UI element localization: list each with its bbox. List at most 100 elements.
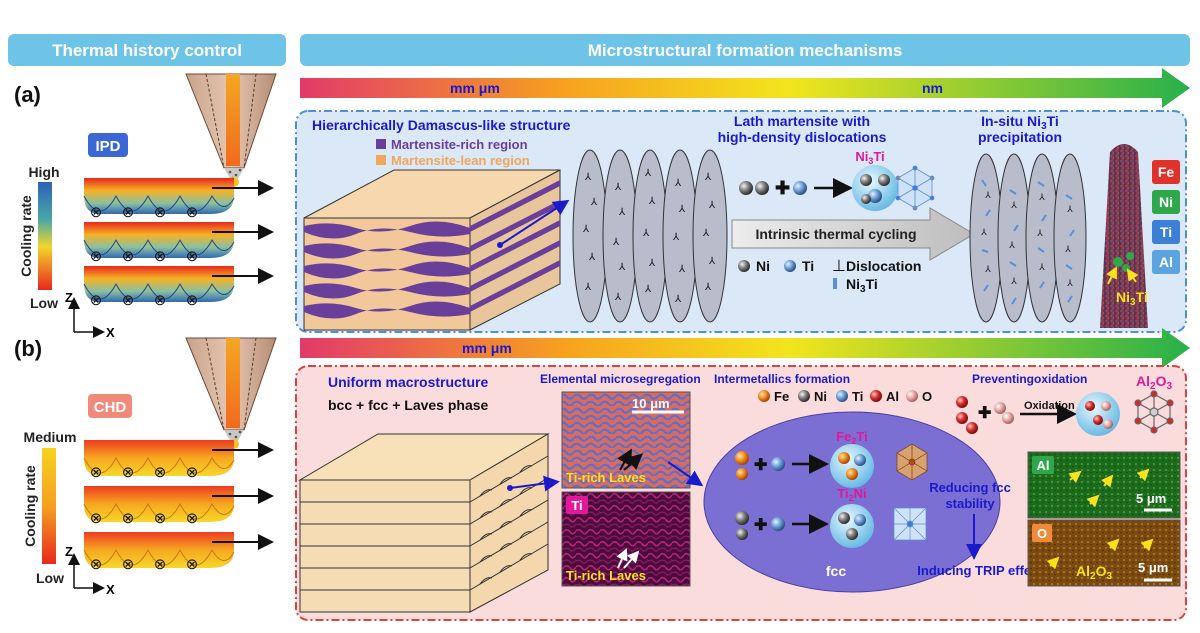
cooling-colorbar-b: [42, 448, 56, 564]
o-map-arrows: [1046, 538, 1154, 570]
eds-map-combined: [561, 391, 691, 489]
trip-label: Inducing TRIP effect: [917, 563, 1043, 578]
damascus-block: [303, 169, 570, 331]
uniform-block: [298, 433, 560, 613]
element-badge-fe: [1152, 160, 1180, 184]
axis-z-a: Z: [65, 290, 73, 305]
panel-a: (a) IPD High Low Cooling rate: [14, 68, 1190, 340]
svg-text:⅄: ⅄: [614, 182, 622, 193]
ni3ti-label-a: Ni3Ti: [855, 149, 884, 166]
ti-tag-label: Ti: [571, 498, 582, 513]
mode-label-ipd: IPD: [95, 138, 120, 155]
element-badge-label-al: Al: [1159, 254, 1173, 270]
axes-a: [68, 297, 105, 338]
reaction-fe2ti: ✚: [735, 443, 928, 488]
reduce-fcc-line2: stability: [945, 496, 995, 511]
mode-badge-ipd: [88, 133, 128, 157]
svg-text:⅄: ⅄: [702, 228, 710, 239]
scan-arrows-a: [212, 180, 274, 284]
svg-text:⊗: ⊗: [90, 464, 103, 481]
svg-text:⅄: ⅄: [708, 256, 716, 267]
title-uniform: Uniform macrostructure: [328, 374, 488, 390]
cooling-axis-label-b: Cooling rate: [22, 465, 38, 547]
svg-text:⊗: ⊗: [154, 248, 167, 265]
svg-text:⅄: ⅄: [1010, 276, 1017, 286]
header-right-title: Microstructural formation mechanisms: [588, 41, 903, 60]
element-badge-label-ti: Ti: [1160, 224, 1172, 240]
title-lath-line2: high-density dislocations: [718, 129, 887, 145]
svg-text:⊗: ⊗: [122, 556, 135, 573]
title-precipitation-line2: precipitation: [978, 129, 1062, 145]
svg-text:✚: ✚: [754, 457, 767, 474]
dislocations-right: ⅄⅄⅄ ⅄⅄⅄ ⅄⅄⅄ ⅄⅄⅄: [980, 190, 1073, 288]
legend-rich-swatch: [376, 139, 386, 149]
element-badge-label-fe: Fe: [1158, 164, 1175, 180]
laves-label-2: Ti-rich Laves: [566, 568, 646, 583]
o-tag-label: O: [1037, 526, 1047, 541]
legend-lean-label: Martensite-lean region: [391, 153, 530, 168]
svg-text:⊗: ⊗: [122, 510, 135, 527]
title-precipitation-line1: In-situ Ni3Ti: [981, 113, 1059, 132]
cooling-axis-label-a: Cooling rate: [18, 195, 34, 277]
scale-arrow-a: [300, 68, 1190, 108]
panel-b: (b) CHD Medium Low Cooling rate ⊗⊗⊗: [14, 328, 1190, 621]
phases-label: bcc + fcc + Laves phase: [328, 397, 489, 413]
nozzle-b: [185, 337, 277, 449]
reaction-oxidation: ✚: [956, 390, 1174, 436]
svg-text:⅄: ⅄: [612, 237, 620, 248]
scalebar-5um-1: 5 μm: [1136, 491, 1166, 506]
legend-rich-label: Martensite-rich region: [391, 137, 528, 152]
axis-z-b: Z: [65, 544, 73, 559]
deposited-layers-b: [83, 440, 235, 568]
svg-text:⅄: ⅄: [584, 282, 592, 293]
legend-ni-label: Ni: [756, 258, 770, 274]
svg-text:⅄: ⅄: [708, 200, 716, 211]
svg-text:⅄: ⅄: [984, 264, 991, 274]
svg-text:⅄: ⅄: [1038, 262, 1045, 272]
svg-text:⊗: ⊗: [154, 292, 167, 309]
title-oxidation: Preventingoxidation: [972, 372, 1087, 386]
scale-arrow-b: [300, 328, 1190, 368]
svg-text:⅄: ⅄: [1066, 278, 1073, 288]
al-map-arrows: [1068, 468, 1150, 508]
header: Thermal history control Microstructural …: [8, 34, 1190, 66]
svg-text:⅄: ⅄: [590, 197, 598, 208]
al-tag: [1032, 456, 1054, 474]
element-badge-al: [1152, 250, 1180, 274]
legend-dislocation-label: Dislocation: [846, 258, 921, 274]
legend-lean-swatch: [376, 155, 386, 165]
scalebar-5um-2: 5 μm: [1138, 560, 1168, 575]
svg-text:⊗: ⊗: [90, 204, 103, 221]
title-intermetallics: Intermetallics formation: [714, 372, 850, 386]
scan-arrows-b: [212, 442, 274, 550]
al-tag-label: Al: [1037, 458, 1050, 473]
title-microsegregation: Elemental microsegregation: [540, 372, 701, 386]
svg-text:⅄: ⅄: [618, 207, 626, 218]
svg-text:⅄: ⅄: [588, 252, 596, 263]
svg-text:⊗: ⊗: [122, 204, 135, 221]
panel-a-label: (a): [14, 82, 41, 107]
deposited-layers-a: [83, 178, 235, 302]
svg-text:⊗: ⊗: [122, 464, 135, 481]
svg-text:⅄: ⅄: [1010, 200, 1017, 210]
svg-text:⅄: ⅄: [980, 227, 987, 237]
lath-martensite-right: [969, 153, 1087, 323]
legend-ti-label: Ti: [802, 258, 814, 274]
cooling-medium-b: Medium: [24, 429, 77, 445]
svg-text:⅄: ⅄: [614, 292, 622, 303]
svg-text:⊗: ⊗: [122, 248, 135, 265]
svg-text:⊗: ⊗: [90, 248, 103, 265]
dislocation-symbol: ⊥: [832, 258, 846, 275]
svg-text:⊗: ⊗: [154, 510, 167, 527]
svg-text:⅄: ⅄: [584, 172, 592, 183]
scale-arrow-a-left: mm μm: [450, 80, 500, 96]
svg-text:⅄: ⅄: [1008, 240, 1015, 250]
apt-tip: [1100, 144, 1148, 328]
legend-ti-b: Ti: [852, 389, 863, 404]
svg-text:⊗: ⊗: [186, 292, 199, 309]
ti2ni-label: Ti2Ni: [837, 486, 866, 503]
svg-text:⊗: ⊗: [186, 510, 199, 527]
legend-ni-b: Ni: [814, 389, 827, 404]
scan-direction-markers-a: ⊗⊗⊗⊗ ⊗⊗⊗⊗ ⊗⊗⊗⊗: [90, 204, 199, 309]
